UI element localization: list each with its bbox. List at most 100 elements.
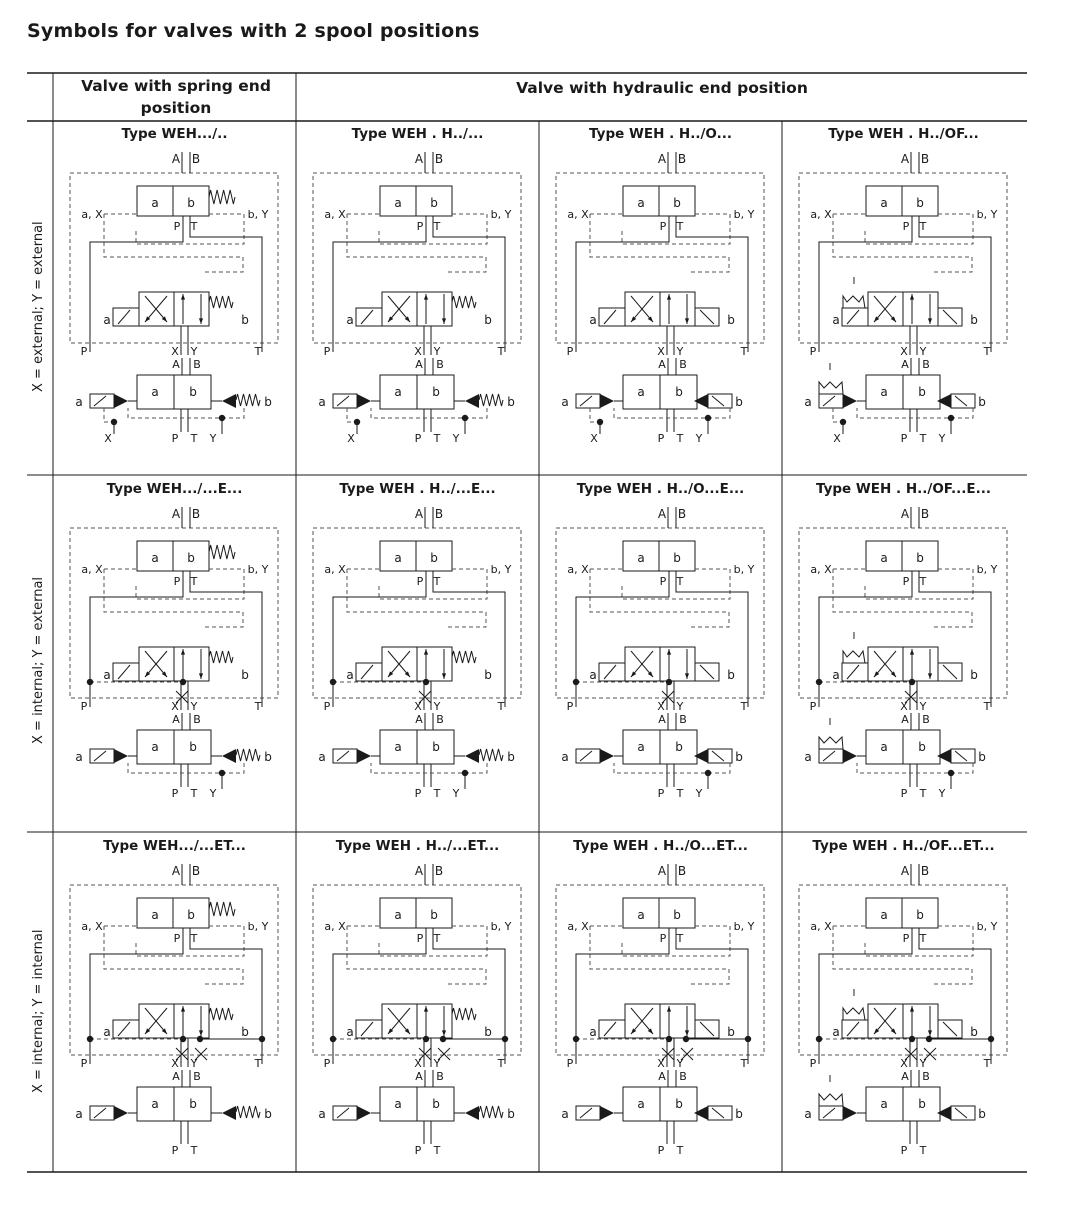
- line: [846, 664, 860, 680]
- port-label: P: [901, 1144, 908, 1157]
- arrowhead-icon: [874, 1028, 880, 1034]
- port-label: X: [657, 700, 665, 713]
- line: [822, 750, 836, 762]
- type-label: Type WEH . H../OF...ET...: [812, 838, 995, 854]
- arrowhead-icon: [684, 1030, 690, 1036]
- port-label: B: [679, 358, 687, 371]
- pilot-triangle-icon: [937, 394, 951, 408]
- arrowhead-icon: [684, 673, 690, 679]
- port-label: a: [75, 750, 82, 764]
- arrowhead-icon: [161, 671, 167, 677]
- pilot-box-b: [172, 540, 210, 572]
- main-spool-b: [416, 1003, 453, 1039]
- port-label: T: [676, 1144, 684, 1157]
- port-label: Y: [452, 432, 460, 445]
- type-label: Type WEH . H../O...: [589, 126, 732, 142]
- port-label: T: [919, 432, 927, 445]
- supply-line: [332, 581, 427, 707]
- port-label: a: [394, 740, 401, 754]
- arrowhead-icon: [631, 671, 637, 677]
- plug-cross-icon: [661, 690, 675, 704]
- spring-icon: [235, 393, 261, 407]
- port-label: b: [675, 740, 683, 754]
- port-label: b: [507, 750, 515, 764]
- pilot-box-b: [658, 897, 696, 929]
- pilot-triangle-icon: [222, 749, 236, 763]
- line: [336, 395, 350, 407]
- port-label: Y: [919, 700, 927, 713]
- port-label: A: [658, 507, 667, 521]
- port-label: b: [189, 1097, 197, 1111]
- arrowhead-icon: [647, 1028, 653, 1034]
- arrowhead-icon: [198, 673, 204, 679]
- port-label: B: [678, 864, 686, 878]
- symbol-actuator-a: [575, 393, 601, 409]
- pilot-box-b: [901, 540, 939, 572]
- pilot-triangle-icon: [694, 394, 708, 408]
- port-label: P: [415, 787, 422, 800]
- port-label: X: [414, 345, 422, 358]
- junction-dot: [439, 1035, 447, 1043]
- detent-icon: [842, 649, 866, 664]
- supply-line: [818, 581, 913, 707]
- port-label: b: [241, 1025, 249, 1039]
- detent-icon: [842, 294, 866, 309]
- port-label: P: [417, 932, 424, 945]
- port-label: P: [903, 932, 910, 945]
- supply-line: [332, 226, 427, 352]
- line: [603, 1021, 617, 1037]
- port-label: P: [903, 220, 910, 233]
- port-label: Y: [433, 700, 441, 713]
- junction-dot: [682, 1035, 690, 1043]
- type-label: Type WEH . H../OF...E...: [815, 481, 992, 497]
- port-label: a: [589, 313, 596, 327]
- main-spool-b: [416, 646, 453, 682]
- port-label: T: [254, 700, 262, 713]
- port-label: A: [901, 1070, 909, 1083]
- detent-icon: [842, 1006, 866, 1021]
- port-label: P: [567, 700, 574, 713]
- port-label: P: [174, 932, 181, 945]
- plug-cross-icon: [418, 690, 432, 704]
- line: [579, 1107, 593, 1119]
- port-label: b: [673, 551, 681, 565]
- port-label: A: [658, 713, 666, 726]
- port-label: a: [637, 1097, 644, 1111]
- port-label: B: [193, 713, 201, 726]
- arrowhead-icon: [198, 318, 204, 324]
- port-label: X: [171, 345, 179, 358]
- symbol-actuator-a: [89, 1105, 115, 1121]
- pilot-box-b: [415, 540, 453, 572]
- symbol-box-b: [659, 729, 698, 765]
- supply-line: [575, 581, 670, 707]
- symbol-box-b: [416, 1086, 455, 1122]
- supply-line: [818, 226, 913, 352]
- arrowhead-icon: [404, 1028, 410, 1034]
- port-label: P: [658, 787, 665, 800]
- port-label: B: [679, 713, 687, 726]
- port-label: b, Y: [491, 208, 512, 221]
- port-label: T: [676, 220, 684, 233]
- port-label: b: [189, 385, 197, 399]
- port-label: b: [970, 313, 978, 327]
- port-label: A: [415, 713, 423, 726]
- junction-dot: [908, 1035, 916, 1043]
- port-label: B: [679, 1070, 687, 1083]
- port-label: b: [264, 750, 272, 764]
- port-label: b: [735, 395, 743, 409]
- port-label: a: [103, 313, 110, 327]
- arrowhead-icon: [666, 1006, 672, 1012]
- symbol-pilot-line: [346, 408, 357, 423]
- type-label: Type WEH.../..: [121, 126, 228, 142]
- type-label: Type WEH.../...ET...: [103, 838, 246, 854]
- main-spool-b: [902, 291, 939, 327]
- main-spool-b: [659, 646, 696, 682]
- port-label: B: [922, 713, 930, 726]
- actuator-a: [112, 1019, 140, 1039]
- pilot-box-b: [901, 897, 939, 929]
- line: [93, 750, 107, 762]
- port-label: a, X: [324, 563, 346, 576]
- port-label: T: [433, 575, 441, 588]
- pilot-box-b: [415, 185, 453, 217]
